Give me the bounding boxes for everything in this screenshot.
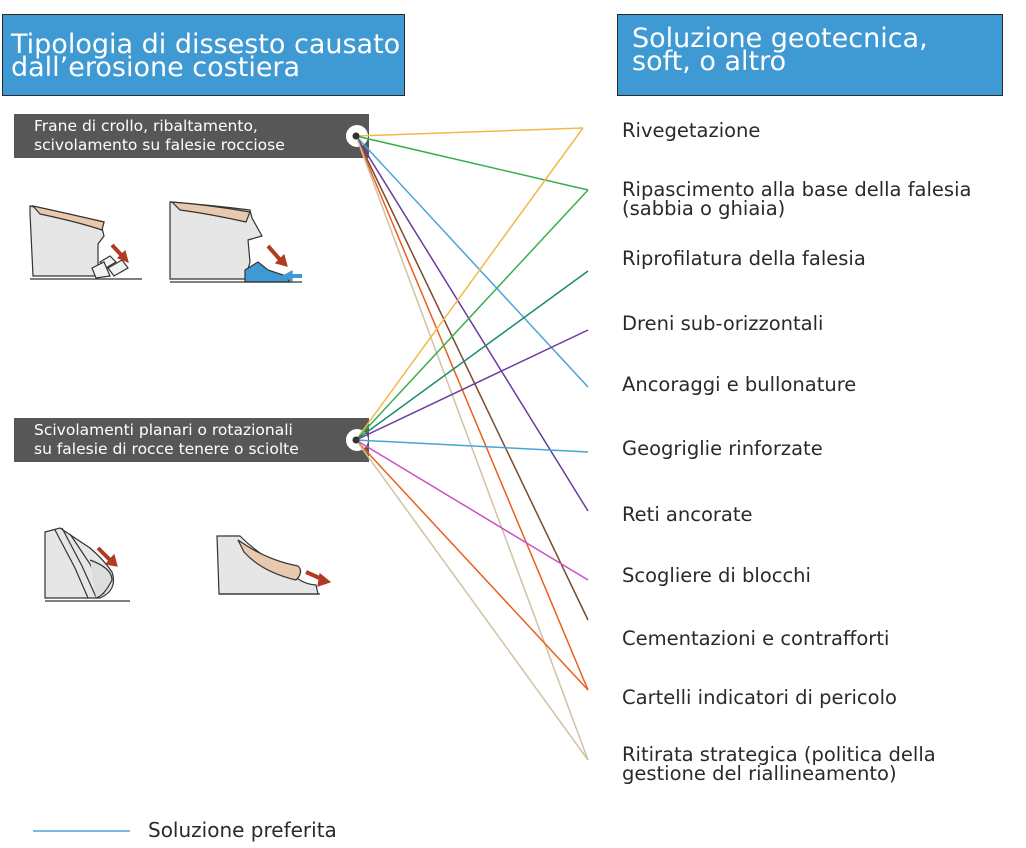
solution-7-label: Scogliere di blocchi bbox=[622, 564, 811, 587]
solution-10-label: Ritirata strategica (politica della bbox=[622, 743, 936, 766]
solution-3: Dreni sub-orizzontali bbox=[622, 312, 824, 335]
solution-0: Rivegetazione bbox=[622, 119, 761, 142]
solution-1-label: Ripascimento alla base della falesia bbox=[622, 178, 972, 201]
illustration-rockfall-small bbox=[29, 205, 142, 280]
causes-header-line-2: dall’erosione costiera bbox=[11, 52, 301, 83]
solution-4-label: Ancoraggi e bullonature bbox=[622, 373, 857, 396]
link-frane-rivegetazione bbox=[355, 127, 584, 137]
solution-9-label: Cartelli indicatori di pericolo bbox=[622, 686, 897, 709]
link-sciv-riprofilatura bbox=[355, 270, 589, 441]
link-frane-cementazioni bbox=[355, 135, 589, 621]
illustration-undercut bbox=[169, 201, 302, 283]
connector-node-sliding bbox=[352, 436, 360, 444]
link-frane-cartelli bbox=[355, 135, 589, 691]
link-sciv-geogriglie bbox=[355, 439, 589, 453]
solution-6: Reti ancorate bbox=[622, 503, 753, 526]
solution-2: Riprofilatura della falesia bbox=[622, 247, 866, 270]
solution-3-label: Dreni sub-orizzontali bbox=[622, 312, 824, 335]
connector-node-rockfall bbox=[352, 132, 360, 140]
link-sciv-cartelli bbox=[355, 439, 589, 691]
category-sliding-line-2: su falesie di rocce tenere o sciolte bbox=[34, 440, 299, 458]
causes-header: Tipologia di dissesto causato dall’erosi… bbox=[2, 14, 405, 96]
category-rockfall-line-1: Frane di crollo, ribaltamento, bbox=[34, 117, 258, 135]
causes-header-line-1: Tipologia di dissesto causato bbox=[11, 29, 401, 60]
solution-6-label: Reti ancorate bbox=[622, 503, 753, 526]
link-sciv-scogliere bbox=[355, 439, 589, 581]
category-sliding: Scivolamenti planari o rotazionali su fa… bbox=[14, 418, 369, 462]
solution-4: Ancoraggi e bullonature bbox=[622, 373, 857, 396]
category-rockfall: Frane di crollo, ribaltamento, scivolame… bbox=[14, 114, 369, 158]
solution-5: Geogriglie rinforzate bbox=[622, 437, 823, 460]
solution-8-label: Cementazioni e contrafforti bbox=[622, 627, 890, 650]
solutions-header-line-1: Soluzione geotecnica, bbox=[632, 23, 928, 54]
link-sciv-rivegetazione bbox=[355, 127, 584, 441]
solution-0-label: Rivegetazione bbox=[622, 119, 761, 142]
solution-5-label: Geogriglie rinforzate bbox=[622, 437, 823, 460]
link-sciv-dreni bbox=[355, 329, 589, 441]
illustration-rotational-slide bbox=[216, 535, 332, 595]
illustration-layered-slump bbox=[44, 527, 130, 602]
connector-lines bbox=[355, 127, 589, 761]
solution-10-label-2: gestione del riallineamento) bbox=[622, 762, 897, 785]
solutions-header-line-2: soft, o altro bbox=[632, 46, 787, 77]
link-sciv-ritirata bbox=[355, 439, 589, 761]
link-sciv-ripascimento bbox=[355, 189, 589, 441]
category-rockfall-line-2: scivolamento su falesie rocciose bbox=[34, 136, 285, 154]
solutions-header: Soluzione geotecnica, soft, o altro bbox=[617, 14, 1003, 96]
solution-2-label: Riprofilatura della falesia bbox=[622, 247, 866, 270]
solution-1: Ripascimento alla base della falesia(sab… bbox=[622, 178, 972, 220]
link-frane-reti bbox=[355, 135, 589, 512]
solution-1-label-2: (sabbia o ghiaia) bbox=[622, 197, 786, 220]
solution-7: Scogliere di blocchi bbox=[622, 564, 811, 587]
link-frane-ripascimento bbox=[355, 135, 589, 191]
solution-8: Cementazioni e contrafforti bbox=[622, 627, 890, 650]
legend-label: Soluzione preferita bbox=[148, 818, 337, 842]
link-frane-ritirata bbox=[355, 135, 589, 761]
category-sliding-line-1: Scivolamenti planari o rotazionali bbox=[34, 421, 293, 439]
link-frane-ancoraggi bbox=[355, 135, 589, 388]
solution-9: Cartelli indicatori di pericolo bbox=[622, 686, 897, 709]
